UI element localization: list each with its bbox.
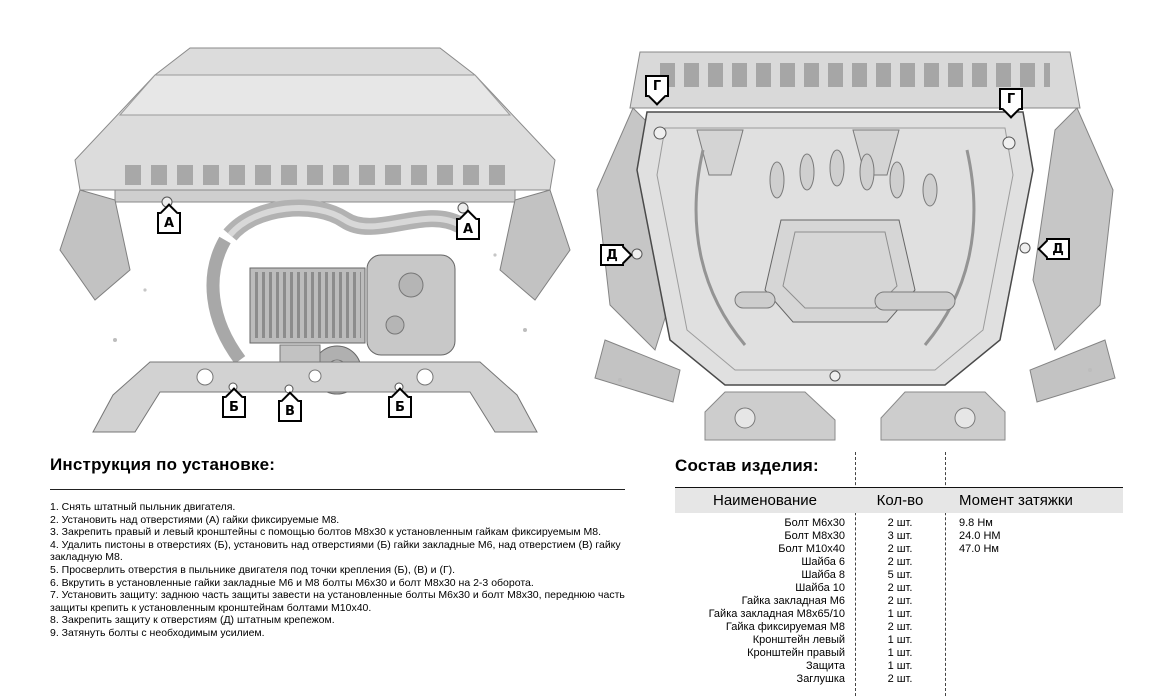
callout-marker-b-left: Б (222, 396, 246, 418)
parts-list-section: Состав изделия: Наименование Кол-во Моме… (675, 452, 1123, 696)
parts-table-body: Болт М6х30 2 шт. 9.8 Нм Болт М8х30 3 шт. 24.… (675, 513, 1123, 686)
part-name: Кронштейн правый (747, 647, 845, 659)
header-name: Наименование (713, 492, 817, 509)
installation-instructions-section: Инструкция по установке: 1. Снять штатны… (50, 455, 625, 640)
callout-letter: А (462, 221, 474, 237)
parts-title: Состав изделия: (675, 456, 819, 475)
table-row: Шайба 8 5 шт. (675, 569, 1123, 582)
part-torque (945, 608, 1123, 621)
part-qty: 1 шт. (887, 608, 913, 620)
instruction-step: 2. Установить над отверстиями (А) гайки … (50, 513, 340, 526)
header-torque: Момент затяжки (959, 492, 1073, 509)
table-row: Болт М6х30 2 шт. 9.8 Нм (675, 517, 1123, 530)
part-name: Защита (806, 660, 845, 672)
callout-letter: А (163, 215, 175, 231)
callout-letter: Г (652, 78, 662, 94)
instruction-step: 1. Снять штатный пыльник двигателя. (50, 501, 236, 513)
callout-marker-g-right: Г (999, 88, 1023, 110)
part-qty: 2 шт. (887, 543, 913, 555)
part-torque: 24.0 НМ (959, 530, 1001, 542)
table-row: Болт М8х30 3 шт. 24.0 НМ (675, 530, 1123, 543)
callout-marker-d-right: Д (1046, 238, 1070, 260)
figure-skid-plate: Г Г Д Д (585, 40, 1125, 445)
callout-marker-b-right: Б (388, 396, 412, 418)
instructions-list: 1. Снять штатный пыльник двигателя. 2. У… (50, 501, 625, 640)
part-name: Болт М8х30 (784, 530, 845, 542)
part-torque (945, 660, 1123, 673)
callout-letter: Д (606, 247, 618, 263)
column-divider (855, 452, 856, 696)
part-torque (945, 582, 1123, 595)
part-qty: 5 шт. (887, 569, 913, 581)
part-qty: 2 шт. (887, 556, 913, 568)
callout-letter: Д (1052, 241, 1064, 257)
callout-letter: Б (395, 399, 405, 415)
table-row: Кронштейн правый 1 шт. (675, 647, 1123, 660)
figure-engine-underside: А А Б В Б (55, 40, 575, 440)
column-divider (945, 452, 946, 696)
part-qty: 1 шт. (887, 660, 913, 672)
part-torque (945, 556, 1123, 569)
part-name: Заглушка (796, 673, 845, 685)
callout-letter: В (285, 403, 295, 419)
table-row: Гайка закладная М8х65/10 1 шт. (675, 608, 1123, 621)
part-name: Шайба 10 (795, 582, 845, 594)
part-torque (945, 647, 1123, 660)
part-torque: 47.0 Нм (959, 543, 999, 555)
instruction-step: 9. Затянуть болты с необходимым усилием. (50, 626, 265, 639)
part-qty: 3 шт. (887, 530, 913, 542)
instructions-divider (50, 489, 625, 490)
part-name: Гайка фиксируемая М8 (725, 621, 845, 633)
table-row: Гайка фиксируемая М8 2 шт. (675, 621, 1123, 634)
part-name: Гайка закладная М8х65/10 (708, 608, 845, 620)
part-qty: 2 шт. (887, 582, 913, 594)
table-row: Гайка закладная М6 2 шт. (675, 595, 1123, 608)
part-qty: 1 шт. (887, 634, 913, 646)
table-row: Кронштейн левый 1 шт. (675, 634, 1123, 647)
callout-letter: Б (229, 399, 239, 415)
table-row: Заглушка 2 шт. (675, 673, 1123, 686)
table-row: Шайба 6 2 шт. (675, 556, 1123, 569)
instructions-title: Инструкция по установке: (50, 455, 276, 474)
instruction-step: 7. Установить защиту: заднюю часть защит… (50, 589, 625, 614)
part-qty: 2 шт. (887, 621, 913, 633)
instruction-step: 6. Вкрутить в установленные гайки заклад… (50, 576, 534, 589)
part-name: Шайба 8 (801, 569, 845, 581)
parts-table: Наименование Кол-во Момент затяжки Болт … (675, 487, 1123, 686)
part-qty: 2 шт. (887, 673, 913, 685)
table-row: Защита 1 шт. (675, 660, 1123, 673)
instruction-step: 8. Закрепить защиту к отверстиям (Д) шта… (50, 614, 335, 627)
part-qty: 2 шт. (887, 595, 913, 607)
callout-marker-a-right: А (456, 218, 480, 240)
part-name: Болт М6х30 (784, 517, 845, 529)
callout-marker-d-left: Д (600, 244, 624, 266)
part-name: Кронштейн левый (752, 634, 845, 646)
part-torque: 9.8 Нм (959, 517, 993, 529)
instruction-step: 5. Просверлить отверстия в пыльнике двиг… (50, 563, 456, 576)
parts-table-header: Наименование Кол-во Момент затяжки (675, 487, 1123, 513)
part-name: Болт М10х40 (778, 543, 845, 555)
part-torque (945, 569, 1123, 582)
table-row: Болт М10х40 2 шт. 47.0 Нм (675, 543, 1123, 556)
callout-letter: Г (1006, 91, 1016, 107)
engine-underside-illustration (59, 47, 571, 433)
part-torque (945, 673, 1123, 686)
callout-marker-a-left: А (157, 212, 181, 234)
part-name: Гайка закладная М6 (741, 595, 845, 607)
part-torque (945, 621, 1123, 634)
header-qty: Кол-во (876, 492, 924, 509)
part-qty: 1 шт. (887, 647, 913, 659)
callout-marker-g-left: Г (645, 75, 669, 97)
part-name: Шайба 6 (801, 556, 845, 568)
instruction-step: 3. Закрепить правый и левый кронштейны с… (50, 526, 601, 539)
callout-marker-v: В (278, 400, 302, 422)
table-row: Шайба 10 2 шт. (675, 582, 1123, 595)
part-qty: 2 шт. (887, 517, 913, 529)
part-torque (945, 595, 1123, 608)
skid-plate-illustration (594, 51, 1116, 441)
instruction-step: 4. Удалить пистоны в отверстиях (Б), уст… (50, 538, 621, 564)
part-torque (945, 634, 1123, 647)
